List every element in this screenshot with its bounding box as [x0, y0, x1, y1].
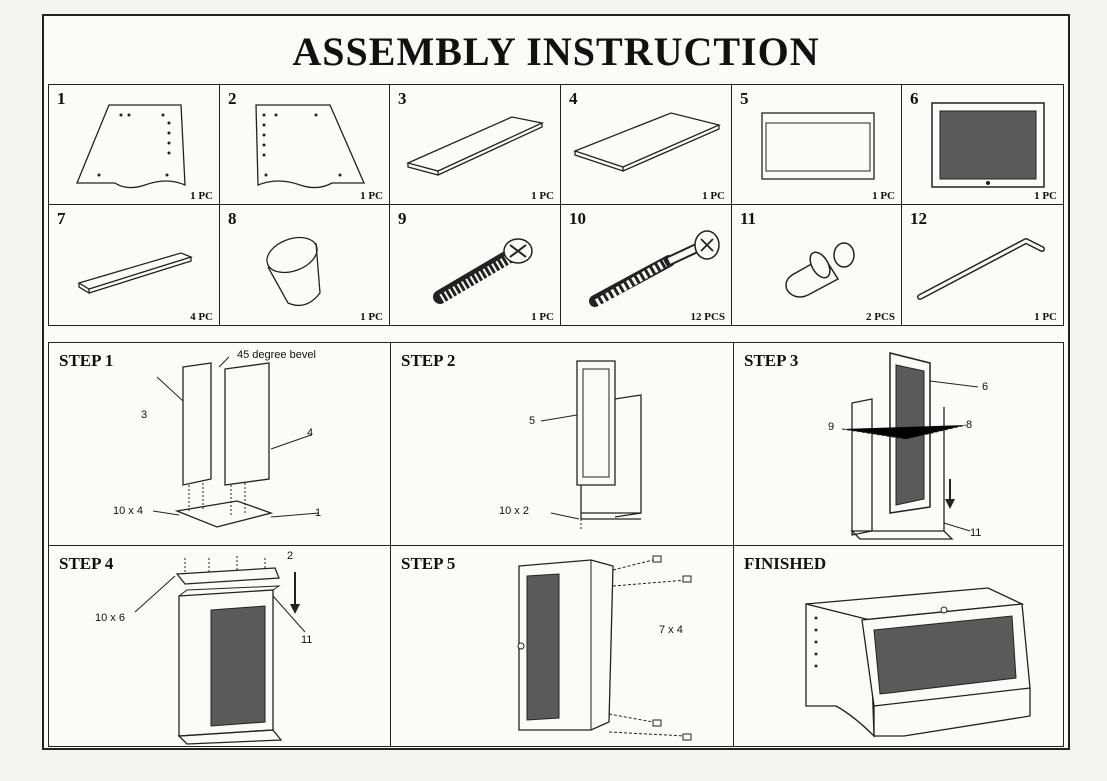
part-3-callout: 3 — [141, 409, 148, 421]
step-4-panel: STEP 4 2 11 10 x 6 — [48, 545, 391, 747]
foot-drawing — [266, 236, 321, 307]
screw-count-callout: 10 x 2 — [499, 505, 529, 517]
mesh-door-drawing — [931, 102, 1045, 188]
finished-drawing — [805, 587, 1031, 738]
part-2-callout: 2 — [287, 550, 294, 562]
part-number: 3 — [398, 89, 407, 108]
part-11-callout: 11 — [970, 527, 982, 539]
part-cell-1: 1 1 PC — [48, 84, 220, 205]
part-number: 12 — [910, 209, 927, 228]
part-cell-10: 10 12 PCS — [560, 204, 732, 326]
step-1-drawing — [152, 356, 320, 528]
step-2-drawing — [540, 360, 642, 529]
board-drawing — [573, 112, 722, 172]
part-11-callout: 11 — [301, 634, 313, 646]
part-6-callout: 6 — [982, 381, 989, 393]
part-1-callout: 1 — [315, 507, 322, 519]
part-quantity: 1 PC — [360, 311, 383, 323]
step-1-panel: STEP 1 45 degree bevel 3 4 1 10 x 4 — [48, 342, 391, 546]
part-quantity: 1 PC — [1034, 311, 1057, 323]
part-quantity: 1 PC — [190, 190, 213, 202]
step-2-label: STEP 2 — [401, 351, 456, 370]
part-quantity: 4 PC — [190, 311, 213, 323]
step-3-panel: STEP 3 6 9 8 11 — [733, 342, 1064, 546]
part-number: 8 — [228, 209, 237, 228]
step-3-drawing — [841, 352, 979, 540]
part-cell-8: 8 1 PC — [219, 204, 390, 326]
cam-bolt-drawing — [589, 230, 720, 307]
part-cell-2: 2 1 PC — [219, 84, 390, 205]
screw-count-callout: 10 x 4 — [113, 505, 143, 517]
page-title: ASSEMBLY INSTRUCTION — [292, 29, 820, 74]
part-8-callout: 8 — [966, 419, 973, 431]
side-panel-right-drawing — [255, 104, 365, 189]
part-cell-6: 6 1 PC — [901, 84, 1064, 205]
side-panel-left-drawing — [76, 104, 186, 189]
part-number: 1 — [57, 89, 66, 108]
part-quantity: 1 PC — [531, 190, 554, 202]
screw-drawing — [433, 238, 533, 304]
finished-label: FINISHED — [744, 554, 827, 573]
step-3-label: STEP 3 — [744, 351, 799, 370]
part-quantity: 1 PC — [1034, 190, 1057, 202]
step-5-label: STEP 5 — [401, 554, 456, 573]
bevel-callout: 45 degree bevel — [237, 349, 316, 361]
step-2-panel: STEP 2 5 10 x 2 — [390, 342, 734, 546]
part-number: 4 — [569, 89, 578, 108]
part-quantity: 1 PC — [531, 311, 554, 323]
step-4-label: STEP 4 — [59, 554, 114, 573]
part-cell-7: 7 4 PC — [48, 204, 220, 326]
finished-panel: FINISHED — [733, 545, 1064, 747]
part-cell-3: 3 1 PC — [389, 84, 561, 205]
part-number: 10 — [569, 209, 586, 228]
part-5-callout: 5 — [529, 415, 536, 427]
strip-drawing — [77, 252, 193, 295]
part-cell-4: 4 1 PC — [560, 84, 732, 205]
frame-drawing — [761, 112, 875, 180]
part-cell-11: 11 2 PCS — [731, 204, 902, 326]
part-number: 6 — [910, 89, 919, 108]
part-quantity: 12 PCS — [690, 311, 725, 323]
step-1-label: STEP 1 — [59, 351, 114, 370]
instruction-sheet: ASSEMBLY INSTRUCTION 1 1 PC 2 1 PC — [42, 14, 1070, 750]
part-quantity: 2 PCS — [865, 311, 895, 323]
feet-count-callout: 7 x 4 — [659, 624, 683, 636]
part-9-callout: 9 — [828, 421, 835, 433]
board-drawing — [406, 116, 545, 176]
part-cell-5: 5 1 PC — [731, 84, 902, 205]
part-4-callout: 4 — [307, 427, 314, 439]
allen-key-drawing — [917, 238, 1045, 300]
cam-lock-drawing — [785, 242, 855, 298]
part-number: 2 — [228, 89, 237, 108]
part-number: 5 — [740, 89, 749, 108]
step-5-drawing — [517, 555, 692, 741]
part-number: 7 — [57, 209, 66, 228]
step-5-panel: STEP 5 7 x 4 — [390, 545, 734, 747]
part-cell-9: 9 1 PC — [389, 204, 561, 326]
part-quantity: 1 PC — [702, 190, 725, 202]
part-number: 9 — [398, 209, 407, 228]
step-4-drawing — [134, 556, 306, 745]
part-number: 11 — [740, 209, 757, 228]
screw-count-callout: 10 x 6 — [95, 612, 125, 624]
part-quantity: 1 PC — [360, 190, 383, 202]
part-quantity: 1 PC — [872, 190, 895, 202]
part-cell-12: 12 1 PC — [901, 204, 1064, 326]
